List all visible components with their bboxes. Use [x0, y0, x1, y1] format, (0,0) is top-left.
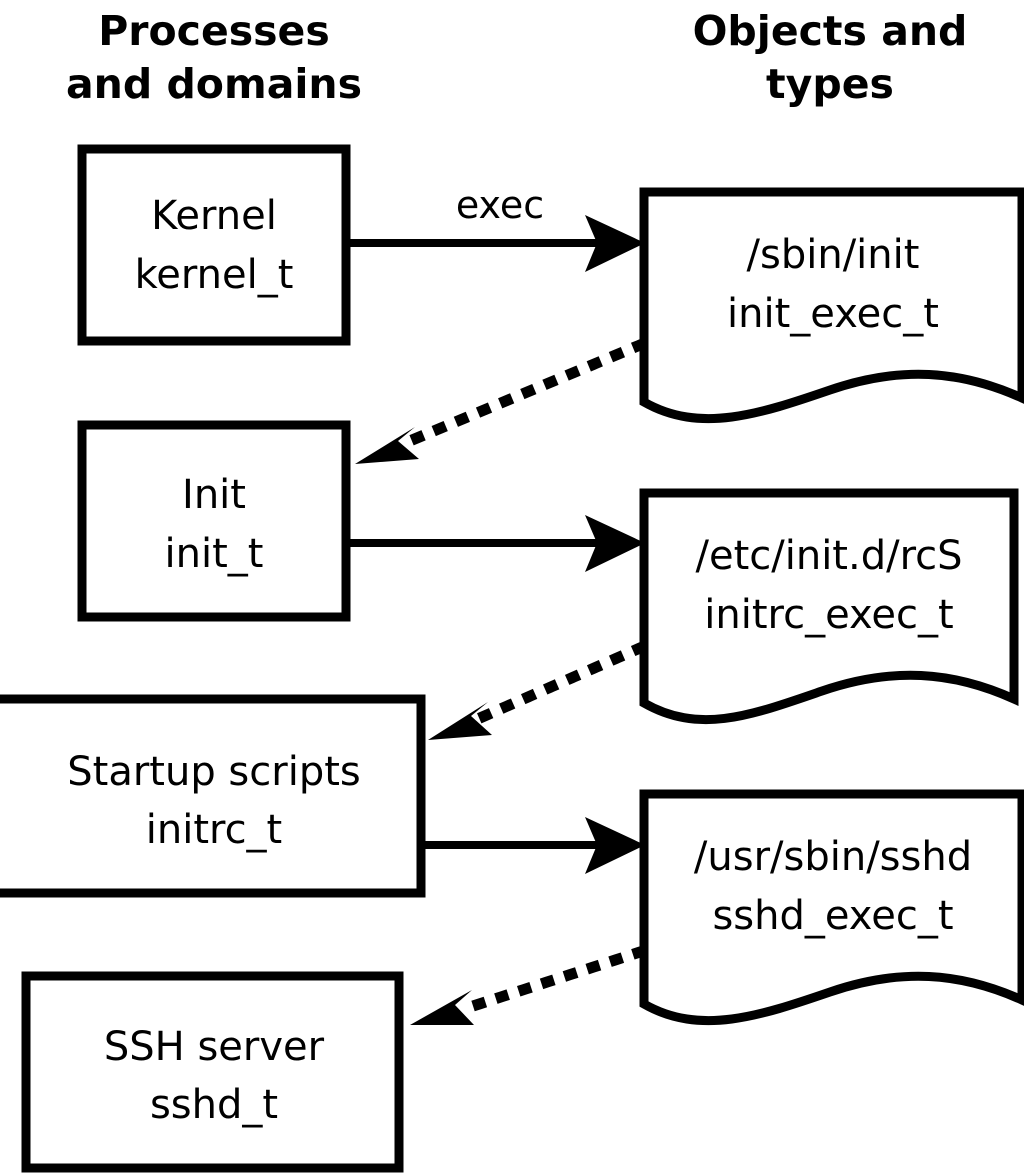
arrow-head-icon: [410, 990, 474, 1025]
node-sshd_exec-shape[interactable]: [639, 789, 1024, 1026]
edge-label-exec: exec: [456, 183, 544, 227]
node-init_exec-line2: init_exec_t: [727, 291, 939, 337]
arrow-head-icon: [585, 515, 645, 572]
column-header-objects-line1: Objects and: [693, 7, 968, 55]
edge-sshd_exec-transition-sshd: [410, 945, 647, 1025]
node-kernel-line1: Kernel: [151, 193, 277, 239]
column-header-processes-line1: Processes: [98, 7, 330, 55]
node-init-line1: Init: [182, 472, 246, 518]
node-init_exec-line1: /sbin/init: [747, 232, 920, 278]
node-sshd_exec[interactable]: /usr/sbin/sshd sshd_exec_t: [639, 789, 1024, 1026]
arrow-head-icon: [428, 702, 492, 740]
edge-kernel-exec-init_exec: exec: [350, 183, 645, 272]
node-initrc_exec-line2: initrc_exec_t: [704, 592, 953, 638]
node-initrc-line2: initrc_t: [146, 807, 283, 853]
node-sshd[interactable]: SSH server sshd_t: [21, 971, 404, 1173]
edge-initrc-exec-sshd_exec: [425, 817, 645, 874]
column-header-objects-line2: types: [766, 60, 894, 108]
edge-init_exec-transition-init: [355, 337, 648, 464]
node-kernel-shape[interactable]: [77, 144, 351, 346]
node-sshd_exec-line2: sshd_exec_t: [712, 893, 953, 939]
node-initrc_exec[interactable]: /etc/init.d/rcS initrc_exec_t: [639, 488, 1019, 725]
node-init_exec-shape[interactable]: [639, 187, 1024, 424]
edge-init-exec-initrc_exec: [350, 515, 645, 572]
column-header-objects: Objects and types: [693, 7, 968, 108]
arrow-head-icon: [585, 215, 645, 272]
node-sshd-line1: SSH server: [104, 1024, 325, 1070]
node-init[interactable]: Init init_t: [77, 420, 351, 622]
node-initrc-shape[interactable]: [0, 694, 426, 898]
edge-line: [463, 945, 647, 1014]
node-init_exec[interactable]: /sbin/init init_exec_t: [639, 187, 1024, 424]
node-init-line2: init_t: [165, 531, 264, 577]
arrow-head-icon: [355, 427, 419, 464]
column-header-processes-line2: and domains: [66, 60, 362, 108]
node-kernel-line2: kernel_t: [135, 252, 294, 298]
edge-line: [397, 337, 648, 451]
node-sshd_exec-line1: /usr/sbin/sshd: [694, 834, 972, 880]
node-kernel[interactable]: Kernel kernel_t: [77, 144, 351, 346]
edge-initrc_exec-transition-initrc: [428, 640, 648, 740]
edge-line: [472, 640, 648, 726]
node-initrc_exec-shape[interactable]: [639, 488, 1019, 725]
column-header-processes: Processes and domains: [66, 7, 362, 108]
node-sshd-shape[interactable]: [21, 971, 404, 1173]
node-initrc-line1: Startup scripts: [67, 749, 360, 795]
node-initrc_exec-line1: /etc/init.d/rcS: [695, 533, 962, 579]
node-initrc[interactable]: Startup scripts initrc_t: [0, 694, 426, 898]
arrow-head-icon: [585, 817, 645, 874]
node-init-shape[interactable]: [77, 420, 351, 622]
node-sshd-line2: sshd_t: [150, 1082, 278, 1128]
